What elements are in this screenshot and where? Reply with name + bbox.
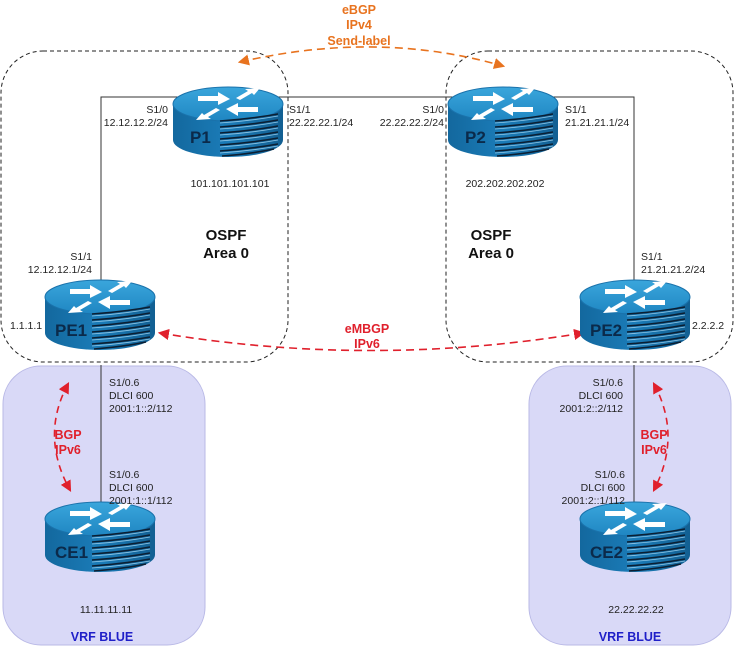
ce2-s106-iface: S1/0.6: [595, 469, 626, 481]
router-ce2[interactable]: CE2: [579, 501, 691, 573]
ospf-right-line1: OSPF: [471, 227, 512, 244]
ce1-loopback: 11.11.11.11: [80, 604, 133, 616]
pe1-s106-ip: 2001:1::2/112: [109, 403, 173, 415]
pe1-s11-ip: 12.12.12.1/24: [28, 264, 92, 276]
embgp-label-line2: IPv6: [354, 337, 380, 351]
ebgp-label-line3: Send-label: [327, 34, 390, 48]
bgp-right-label-line1: BGP: [640, 428, 667, 442]
pe1-s11-iface: S1/1: [70, 251, 92, 263]
router-name: PE1: [55, 321, 87, 340]
link-p2-pe2: [550, 96, 635, 290]
pe1-s106-iface: S1/0.6: [109, 377, 140, 389]
bgp-left-label-line2: IPv6: [55, 443, 81, 457]
pe2-loopback: 2.2.2.2: [692, 320, 724, 332]
ebgp-label-line1: eBGP: [342, 3, 376, 17]
router-pe2[interactable]: PE2: [579, 279, 691, 351]
ce2-s106-dlci: DLCI 600: [581, 482, 626, 494]
router-p2[interactable]: P2: [447, 86, 559, 158]
pe1-s106-dlci: DLCI 600: [109, 390, 154, 402]
pe2-s106-ip: 2001:2::2/112: [560, 403, 624, 415]
p2-s11-iface: S1/1: [565, 104, 587, 116]
p1-s11-iface: S1/1: [289, 104, 311, 116]
p1-s10-ip: 12.12.12.2/24: [104, 117, 168, 129]
p1-s10-iface: S1/0: [146, 104, 168, 116]
vrf-right-label: VRF BLUE: [599, 630, 662, 644]
bgp-ipv6-left-arrow: [53, 382, 72, 492]
ospf-area-left: [0, 50, 289, 363]
router-name: P2: [465, 128, 486, 147]
p1-s11-ip: 22.22.22.1/24: [289, 117, 353, 129]
vrf-left-label: VRF BLUE: [71, 630, 134, 644]
router-pe1[interactable]: PE1: [44, 279, 156, 351]
ospf-area-right: [445, 50, 734, 363]
embgp-label-line1: eMBGP: [345, 322, 389, 336]
ce1-s106-dlci: DLCI 600: [109, 482, 154, 494]
router-ce1[interactable]: CE1: [44, 501, 156, 573]
router-name: PE2: [590, 321, 622, 340]
pe2-s11-ip: 21.21.21.2/24: [641, 264, 705, 276]
bgp-right-label-line2: IPv6: [641, 443, 667, 457]
router-p1[interactable]: P1: [172, 86, 284, 158]
ebgp-label-line2: IPv4: [346, 18, 372, 32]
router-name: P1: [190, 128, 211, 147]
ospf-left-line2: Area 0: [203, 245, 249, 262]
bgp-ipv6-right-arrow: [652, 382, 669, 492]
pe1-loopback: 1.1.1.1: [10, 320, 42, 332]
p1-loopback: 101.101.101.101: [191, 178, 270, 190]
ce2-loopback: 22.22.22.22: [608, 604, 664, 616]
pe2-s11-iface: S1/1: [641, 251, 663, 263]
p2-s10-iface: S1/0: [422, 104, 444, 116]
ce1-s106-ip: 2001:1::1/112: [109, 495, 173, 507]
p2-loopback: 202.202.202.202: [466, 178, 545, 190]
bgp-left-label-line1: BGP: [54, 428, 81, 442]
p2-s10-ip: 22.22.22.2/24: [380, 117, 444, 129]
ce1-s106-iface: S1/0.6: [109, 469, 140, 481]
router-name: CE2: [590, 543, 623, 562]
ce2-s106-ip: 2001:2::1/112: [562, 495, 626, 507]
ospf-right-line2: Area 0: [468, 245, 514, 262]
p2-s11-ip: 21.21.21.1/24: [565, 117, 629, 129]
pe2-s106-iface: S1/0.6: [593, 377, 624, 389]
ospf-left-line1: OSPF: [206, 227, 247, 244]
router-name: CE1: [55, 543, 88, 562]
ebgp-ipv4-session-arrow: [237, 46, 506, 69]
pe2-s106-dlci: DLCI 600: [579, 390, 624, 402]
link-pe1-p1: [100, 96, 180, 290]
embgp-ipv6-session-arrow: [157, 328, 586, 352]
